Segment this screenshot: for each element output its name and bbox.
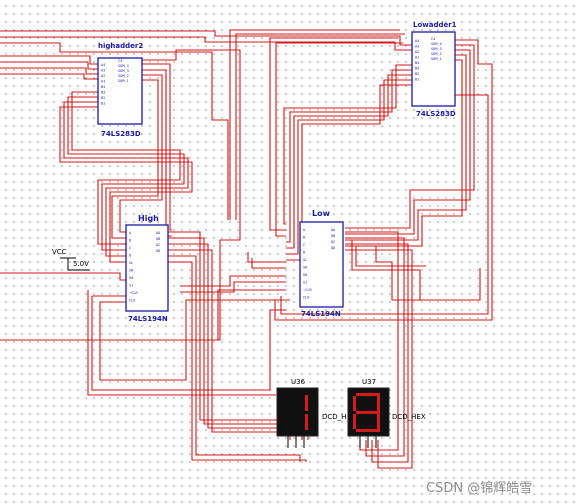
chip-low-register-pin-left: SR (303, 266, 308, 270)
display-u37-seg-b (377, 396, 380, 411)
display-u36-label: DCD_H (322, 413, 346, 421)
chip-lowadder-body (411, 31, 456, 107)
chip-highadder-pin-left: B1 (101, 102, 105, 106)
chip-low-register-pin-left: CLK (303, 296, 310, 300)
chip-low-register-pin-left: SL (303, 258, 307, 262)
chip-high-register-pin-left: S0 (129, 276, 133, 280)
chip-lowadder-pin-left: A2 (415, 50, 419, 54)
chip-lowadder-pin-left: B3 (415, 67, 419, 71)
chip-low-register-pin-right: QD (331, 246, 335, 250)
chip-highadder-pin-left: B3 (101, 91, 105, 95)
chip-low-register-pin-left: A (303, 228, 306, 232)
chip-low-register-pin-left: S0 (303, 273, 307, 277)
display-u36-body (276, 387, 319, 437)
chip-highadder-pin-left: A4 (101, 63, 105, 67)
chip-low-register-pin-right: QC (331, 240, 335, 244)
chip-lowadder-pin-right: SUM_1 (431, 57, 442, 61)
chip-high-register-pin-left: D (129, 254, 131, 258)
chip-highadder-body (97, 57, 143, 125)
chip-highadder-pin-right: SUM_2 (118, 74, 129, 78)
chip-lowadder-pin-left: B4 (415, 61, 419, 65)
chip-highadder-ref: highadder2 (98, 42, 143, 50)
chip-low-body (299, 221, 344, 308)
chip-lowadder[interactable]: Lowadder1 74LS283D A4A3A2A1B4B3B2B1C4SUM… (411, 21, 457, 118)
chip-lowadder-part: 74LS283D (416, 110, 456, 118)
chip-high-register-pin-left: C (129, 246, 131, 250)
display-u37-seg-a (356, 393, 380, 396)
chip-highadder-pin-right: SUM_4 (118, 64, 129, 68)
chip-lowadder-pin-left: A4 (415, 39, 419, 43)
chip-highadder-pin-right: SUM_1 (118, 79, 129, 83)
chip-lowadder-pin-left: B2 (415, 72, 419, 76)
chip-high-register-pin-left: CLK (129, 299, 136, 303)
chip-low-register-pin-left: B (303, 236, 305, 240)
chip-high-ref: High (138, 214, 159, 223)
chip-lowadder-pin-left: A3 (415, 45, 419, 49)
chip-lowadder-pin-left: A1 (415, 56, 419, 60)
chip-high-body (125, 224, 169, 312)
chip-low-register-pin-right: QA (331, 228, 336, 232)
chip-high-register-pin-left: B (129, 239, 131, 243)
chip-high-register-pin-left: S1 (129, 284, 133, 288)
display-u37-seg-c (377, 414, 380, 429)
display-u37[interactable]: U37 DCD_HEX (347, 378, 426, 448)
chip-highadder-pin-left: A3 (101, 69, 105, 73)
chip-lowadder-pin-left: B1 (415, 78, 419, 82)
chip-lowadder-ref: Lowadder1 (413, 21, 457, 29)
chip-lowadder-pin-right: C4 (431, 37, 435, 41)
chip-high-register-pin-left: ~CLR (129, 291, 138, 295)
display-u37-seg-e (353, 414, 356, 429)
chip-low-register-pin-left: S1 (303, 281, 307, 285)
display-u36-ref: U36 (291, 378, 306, 386)
chip-high-register-pin-left: SL (129, 261, 133, 265)
chip-high-register-pin-right: QA (156, 231, 161, 235)
chip-lowadder-pin-right: SUM_3 (431, 47, 442, 51)
display-u36-seg-b (305, 395, 308, 411)
chip-lowadder-pin-right: SUM_2 (431, 52, 442, 56)
wire-network (0, 29, 493, 469)
chip-high-register-pin-right: QB (156, 237, 160, 241)
display-u37-seg-f (353, 396, 356, 411)
chip-highadder-pin-left: A1 (101, 80, 105, 84)
chip-low-register-pin-left: D (303, 251, 305, 255)
display-u37-ref: U37 (362, 378, 376, 386)
display-u37-seg-d (356, 429, 380, 432)
chip-high-register-pin-left: A (129, 231, 132, 235)
display-u36-seg-c (305, 414, 308, 430)
vcc-power-symbol: VCC 5.0V (52, 248, 90, 271)
display-u37-seg-g (356, 411, 380, 414)
vcc-value: 5.0V (73, 260, 89, 268)
chip-highadder-part: 74LS283D (101, 130, 141, 138)
chip-low-register-pin-left: ~CLR (303, 288, 312, 292)
chip-highadder-pin-right: SUM_3 (118, 69, 129, 73)
chip-lowadder-pin-right: SUM_4 (431, 42, 442, 46)
chip-highadder-pin-left: B2 (101, 96, 105, 100)
chip-highadder-pin-left: A2 (101, 74, 105, 78)
chip-low-register-pin-right: QB (331, 234, 335, 238)
chip-low-part: 74LS194N (301, 310, 341, 318)
chip-highadder[interactable]: highadder2 74LS283D A4A3A2A1B4B3B2B1C4SU… (97, 42, 143, 138)
chip-high-register-pin-right: QD (156, 249, 160, 253)
chip-low-ref: Low (312, 209, 331, 218)
chip-high-part: 74LS194N (128, 315, 168, 323)
vcc-label: VCC (52, 248, 67, 256)
display-u36[interactable]: U36 DCD_H (276, 378, 346, 448)
chip-highadder-pin-right: C4 (118, 59, 122, 63)
chip-high-register-pin-right: QC (156, 243, 160, 247)
display-u37-label: DCD_HEX (392, 413, 426, 421)
chip-highadder-pin-left: B4 (101, 85, 105, 89)
watermark-text: CSDN @锦辉皓雪 (426, 481, 532, 496)
chip-low-register-pin-left: C (303, 243, 305, 247)
chip-high-register-pin-left: SR (129, 269, 134, 273)
